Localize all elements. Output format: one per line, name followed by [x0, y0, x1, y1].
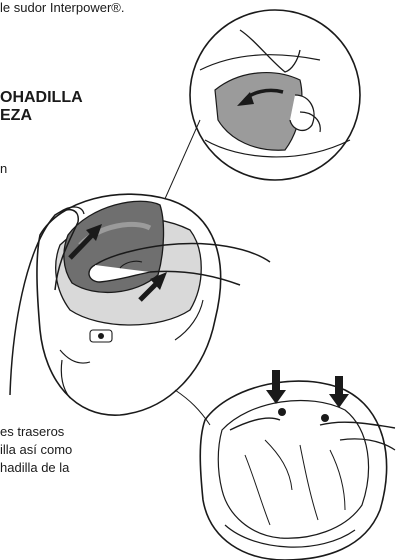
main-helmet-drawing	[10, 194, 270, 415]
zoom-detail-circle	[160, 10, 360, 210]
interior-helmet-drawing	[175, 370, 395, 560]
